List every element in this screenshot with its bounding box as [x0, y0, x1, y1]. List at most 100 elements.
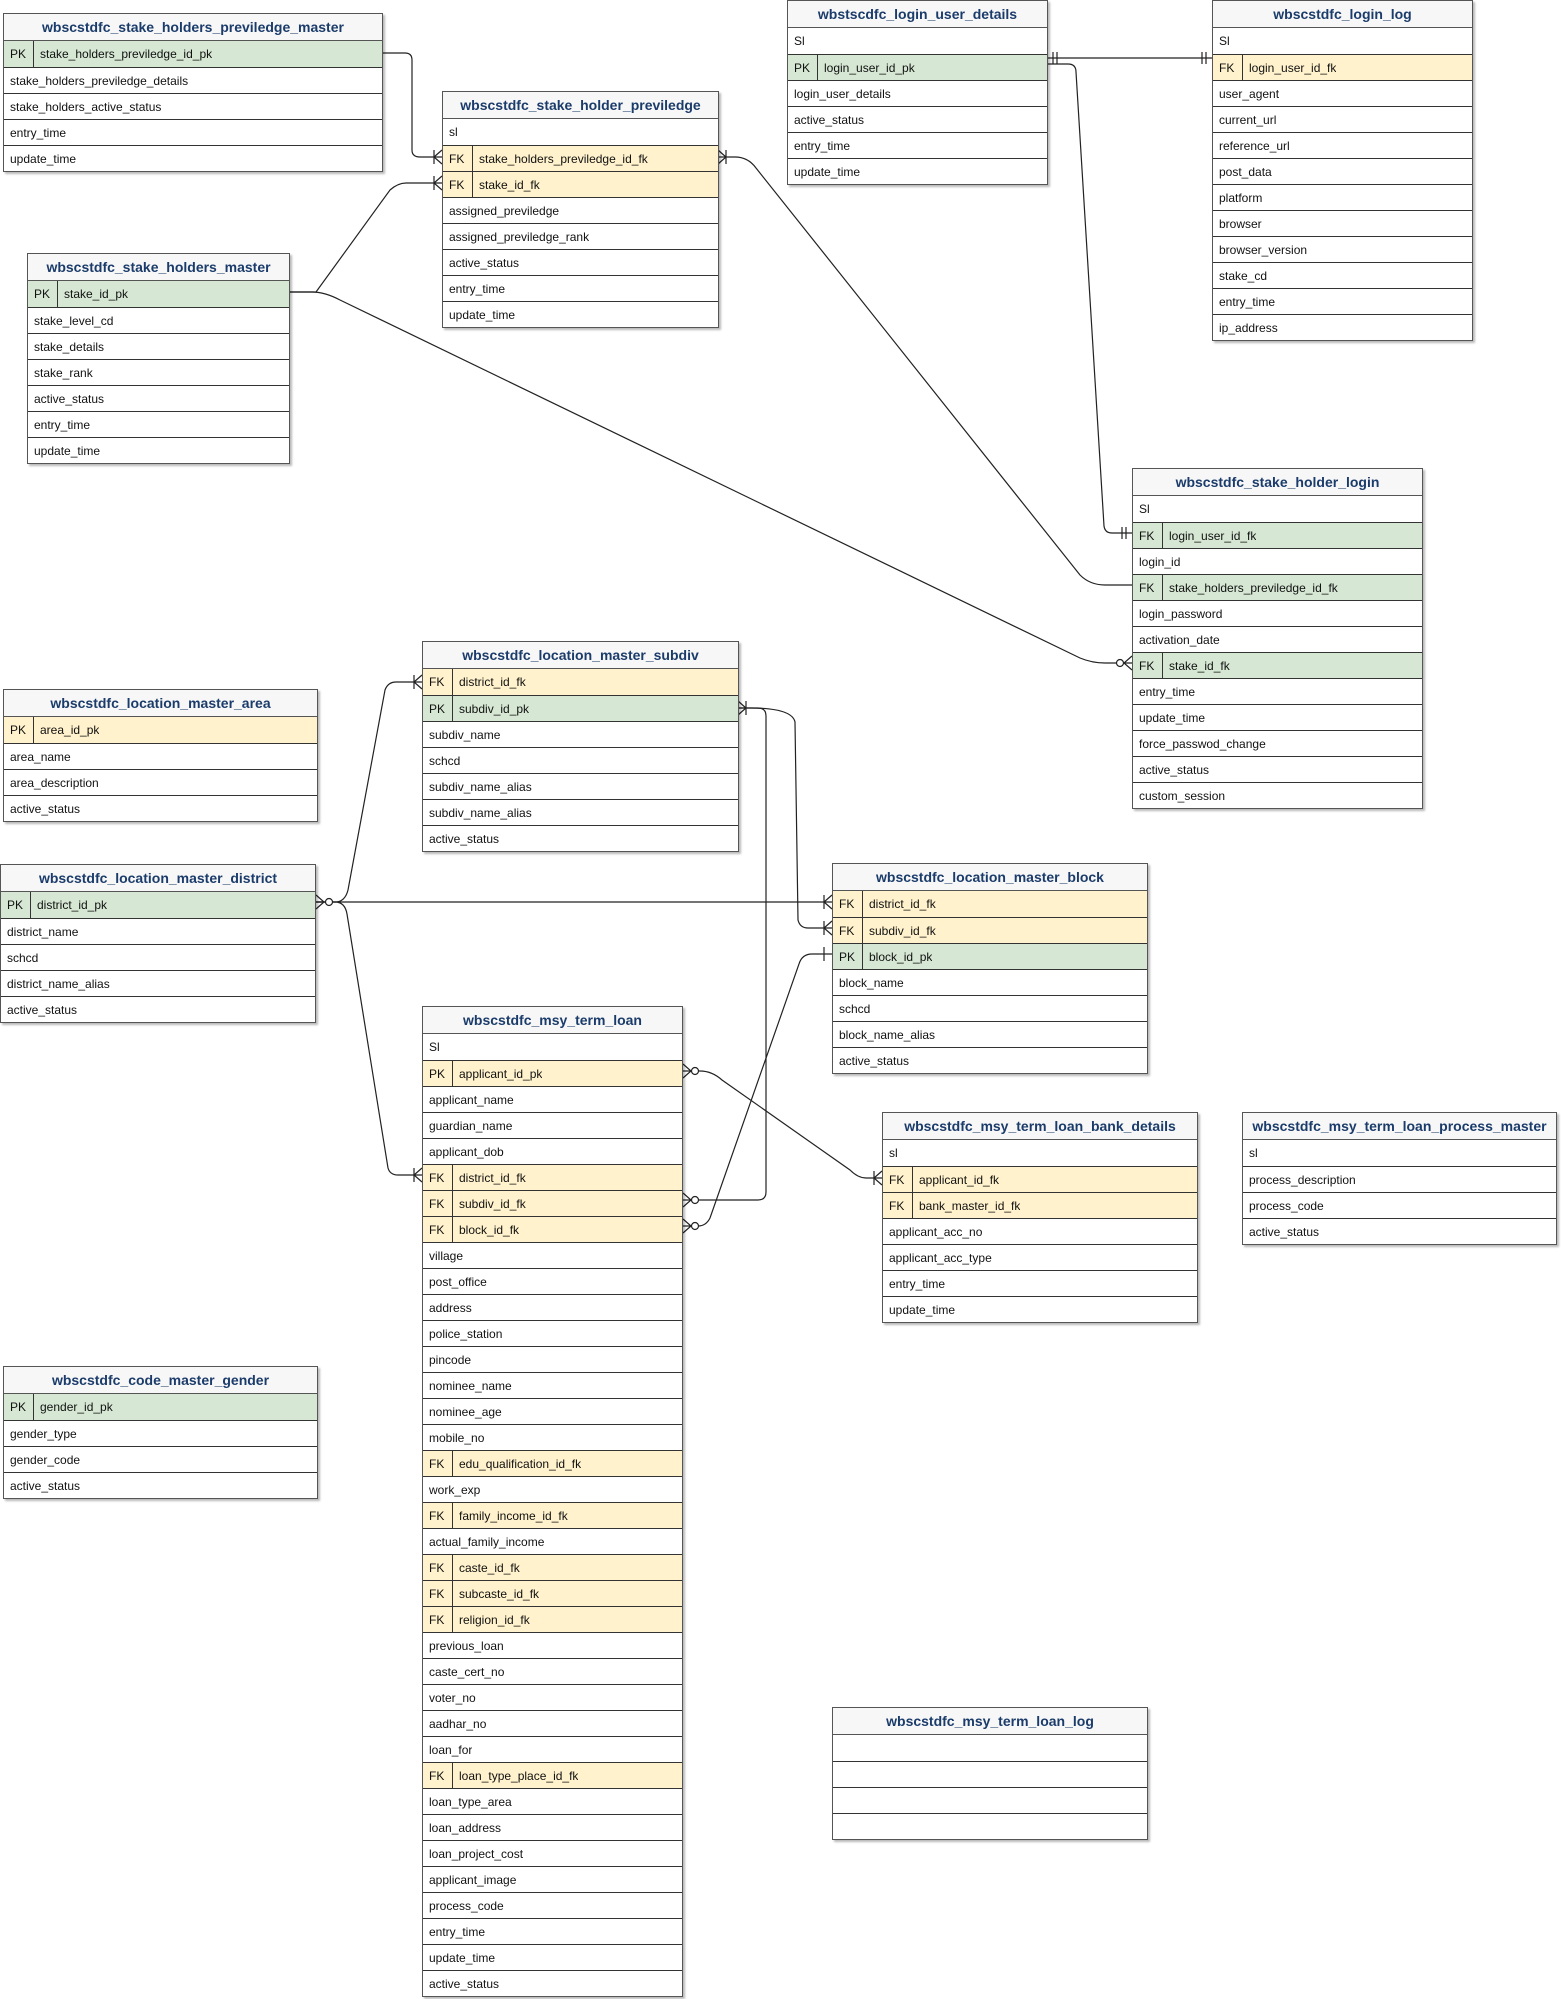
column-row[interactable]: Sl [423, 1034, 682, 1060]
column-row[interactable]: entry_time [788, 132, 1047, 158]
column-row[interactable]: assigned_previledge_rank [443, 223, 718, 249]
column-row[interactable]: active_status [788, 106, 1047, 132]
column-row[interactable]: loan_type_area [423, 1788, 682, 1814]
column-row[interactable]: post_data [1213, 158, 1472, 184]
column-row[interactable]: post_office [423, 1268, 682, 1294]
column-row[interactable]: district_name [1, 918, 315, 944]
column-row[interactable]: custom_session [1133, 782, 1422, 808]
column-row[interactable]: active_status [1243, 1218, 1556, 1244]
column-row[interactable]: entry_time [28, 411, 289, 437]
column-row[interactable]: Sl [1213, 28, 1472, 54]
column-row[interactable]: applicant_name [423, 1086, 682, 1112]
column-row[interactable]: entry_time [443, 275, 718, 301]
column-row[interactable]: update_time [423, 1944, 682, 1970]
column-row[interactable]: login_id [1133, 548, 1422, 574]
column-row[interactable]: applicant_image [423, 1866, 682, 1892]
column-row[interactable]: guardian_name [423, 1112, 682, 1138]
column-row[interactable]: update_time [1133, 704, 1422, 730]
column-row[interactable]: applicant_acc_type [883, 1244, 1197, 1270]
column-row[interactable]: sl [1243, 1140, 1556, 1166]
column-row[interactable]: active_status [833, 1047, 1147, 1073]
column-row[interactable]: Sl [788, 28, 1047, 54]
column-row[interactable]: active_status [423, 825, 738, 851]
column-row[interactable]: Sl [1133, 496, 1422, 522]
column-row[interactable]: schcd [1, 944, 315, 970]
column-row[interactable]: subdiv_name_alias [423, 773, 738, 799]
column-row[interactable]: entry_time [1133, 678, 1422, 704]
column-row[interactable]: gender_code [4, 1446, 317, 1472]
column-row[interactable]: police_station [423, 1320, 682, 1346]
column-row[interactable]: district_name_alias [1, 970, 315, 996]
column-row[interactable]: schcd [423, 747, 738, 773]
column-row[interactable]: stake_holders_active_status [4, 93, 382, 119]
column-row[interactable]: ip_address [1213, 314, 1472, 340]
column-row[interactable]: process_code [1243, 1192, 1556, 1218]
column-row[interactable]: update_time [4, 145, 382, 171]
column-row[interactable]: update_time [788, 158, 1047, 184]
column-row[interactable]: address [423, 1294, 682, 1320]
column-row[interactable]: entry_time [423, 1918, 682, 1944]
table-spm[interactable]: wbscstdfc_stake_holders_previledge_maste… [3, 13, 383, 172]
column-row[interactable]: assigned_previledge [443, 197, 718, 223]
column-row[interactable]: subdiv_name_alias [423, 799, 738, 825]
column-row[interactable]: process_code [423, 1892, 682, 1918]
column-row[interactable] [833, 1787, 1147, 1813]
column-row[interactable]: stake_details [28, 333, 289, 359]
column-row[interactable]: active_status [443, 249, 718, 275]
column-row[interactable]: area_name [4, 743, 317, 769]
column-row[interactable]: pincode [423, 1346, 682, 1372]
column-row[interactable]: loan_for [423, 1736, 682, 1762]
column-row[interactable]: subdiv_name [423, 721, 738, 747]
column-row[interactable]: active_status [423, 1970, 682, 1996]
column-row[interactable]: work_exp [423, 1476, 682, 1502]
column-row[interactable]: loan_project_cost [423, 1840, 682, 1866]
column-row[interactable]: nominee_age [423, 1398, 682, 1424]
column-row[interactable]: stake_cd [1213, 262, 1472, 288]
column-row[interactable]: loan_address [423, 1814, 682, 1840]
column-row[interactable]: applicant_dob [423, 1138, 682, 1164]
column-row[interactable] [833, 1813, 1147, 1839]
column-row[interactable]: schcd [833, 995, 1147, 1021]
column-row[interactable]: active_status [4, 1472, 317, 1498]
column-row[interactable]: reference_url [1213, 132, 1472, 158]
column-row[interactable]: activation_date [1133, 626, 1422, 652]
column-row[interactable]: stake_holders_previledge_details [4, 67, 382, 93]
column-row[interactable]: block_name [833, 969, 1147, 995]
column-row[interactable]: gender_type [4, 1420, 317, 1446]
column-row[interactable]: update_time [883, 1296, 1197, 1322]
column-row[interactable]: mobile_no [423, 1424, 682, 1450]
column-row[interactable]: sl [883, 1140, 1197, 1166]
column-row[interactable]: previous_loan [423, 1632, 682, 1658]
column-row[interactable]: platform [1213, 184, 1472, 210]
